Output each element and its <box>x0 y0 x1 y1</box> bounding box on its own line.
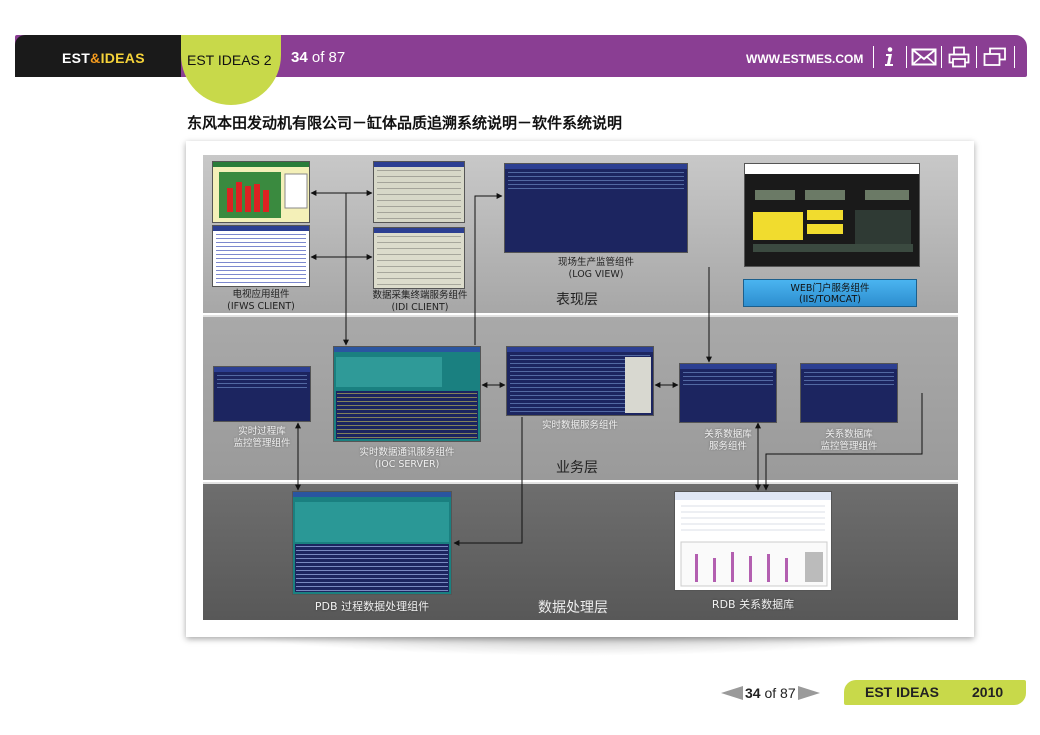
issue-tab-label: EST IDEAS 2 <box>187 52 272 68</box>
ioc-label-cn: 实时数据通讯服务组件 <box>359 447 455 458</box>
prev-page-arrow-icon[interactable] <box>721 686 743 700</box>
logview-screenshot <box>504 163 688 253</box>
connector-lines <box>295 190 923 546</box>
rdb-screenshot <box>674 491 832 591</box>
header-page-current: 34 <box>291 49 308 66</box>
header-divider <box>976 46 977 68</box>
brand-logo[interactable]: EST&IDEAS <box>62 50 145 66</box>
idi-screenshot-top <box>373 161 465 223</box>
rt-monitor-screenshot <box>213 366 311 422</box>
footer-page-total: 87 <box>780 685 796 701</box>
next-page-arrow-icon[interactable] <box>797 686 820 700</box>
idi-label-en: (IDI CLIENT) <box>391 302 449 313</box>
ifws-table-screenshot <box>212 225 310 287</box>
idi-label-cn: 数据采集终端服务组件 <box>372 290 468 301</box>
ifws-label-en: (IFWS CLIENT) <box>227 301 295 312</box>
info-icon[interactable] <box>876 45 902 69</box>
site-url-link[interactable]: WWW.ESTMES.COM <box>746 52 864 66</box>
idi-client-label: 数据采集终端服务组件 (IDI CLIENT) <box>362 290 478 314</box>
pdb-screenshot <box>292 491 452 595</box>
rt-data-service-label: 实时数据服务组件 <box>541 420 618 431</box>
iis-label-en: (IIS/TOMCAT) <box>799 294 861 305</box>
issue-tab[interactable] <box>181 35 281 105</box>
print-icon[interactable] <box>946 45 972 69</box>
footer-pagination: 34 of 87 <box>721 684 820 702</box>
rt-data-service-screenshot <box>506 346 654 416</box>
rt-monitor-label: 实时过程库 监控管理组件 <box>213 426 311 450</box>
header-divider <box>873 46 874 68</box>
header-divider <box>941 46 942 68</box>
rdb-service-screenshot <box>679 363 777 423</box>
architecture-diagram: 电视应用组件 (IFWS CLIENT) 数据采集终端服务组件 (IDI CLI… <box>186 141 974 637</box>
header-page-of: of <box>311 49 325 66</box>
rdb-monitor-label-2: 监控管理组件 <box>820 441 878 452</box>
iis-server-box <box>743 279 917 307</box>
header-page-count: 34 of 87 <box>291 49 345 66</box>
rdb-service-label-2: 服务组件 <box>708 441 747 452</box>
iis-label-cn: WEB门户服务组件 <box>790 283 870 294</box>
brand-ideas: IDEAS <box>100 50 145 66</box>
footer-badge <box>844 680 1026 705</box>
rdb-service-label-1: 关系数据库 <box>704 429 752 440</box>
mail-icon[interactable] <box>911 45 937 69</box>
ioc-server-screenshot <box>333 346 481 442</box>
header-page-total: 87 <box>328 49 346 66</box>
ioc-server-label: 实时数据通讯服务组件 (IOC SERVER) <box>326 447 488 471</box>
header-divider <box>1014 46 1015 68</box>
brand-est: EST <box>62 50 91 66</box>
brand-amp: & <box>90 50 101 66</box>
rdb-label: RDB 关系数据库 <box>711 598 795 611</box>
business-layer-label: 业务层 <box>556 460 598 476</box>
rt-monitor-label-2: 监控管理组件 <box>233 438 291 449</box>
ifws-label-cn: 电视应用组件 <box>232 289 290 300</box>
footer-ideas-label: EST IDEAS <box>865 684 939 700</box>
web-portal-screenshot <box>744 163 920 267</box>
ifws-chart-screenshot <box>212 161 310 223</box>
logview-label: 现场生产监管组件 (LOG VIEW) <box>504 257 688 281</box>
footer-page-count: 34 of 87 <box>745 685 796 701</box>
rdb-monitor-label-1: 关系数据库 <box>825 429 873 440</box>
footer-page-of: of <box>764 685 777 701</box>
iis-server-label: WEB门户服务组件 (IIS/TOMCAT) <box>743 283 917 305</box>
rdb-monitor-label: 关系数据库 监控管理组件 <box>800 429 898 453</box>
data-layer-label: 数据处理层 <box>538 600 608 616</box>
logview-label-cn: 现场生产监管组件 <box>557 257 634 268</box>
ifws-client-label: 电视应用组件 (IFWS CLIENT) <box>212 289 310 313</box>
brand-block <box>15 35 181 77</box>
document-title: 东风本田发动机有限公司－缸体品质追溯系统说明－软件系统说明 <box>187 114 623 132</box>
rdb-monitor-screenshot <box>800 363 898 423</box>
footer-year: 2010 <box>972 684 1004 700</box>
header-divider <box>906 46 907 68</box>
idi-screenshot-bottom <box>373 227 465 289</box>
rt-monitor-label-1: 实时过程库 <box>238 426 286 437</box>
pdb-label: PDB 过程数据处理组件 <box>314 600 430 613</box>
presentation-layer-label: 表现层 <box>556 292 598 308</box>
ioc-label-en: (IOC SERVER) <box>374 459 440 470</box>
window-icon[interactable] <box>982 45 1008 69</box>
logview-label-en: (LOG VIEW) <box>568 269 624 280</box>
footer-page-current: 34 <box>745 685 761 701</box>
rdb-service-label: 关系数据库 服务组件 <box>679 429 777 453</box>
